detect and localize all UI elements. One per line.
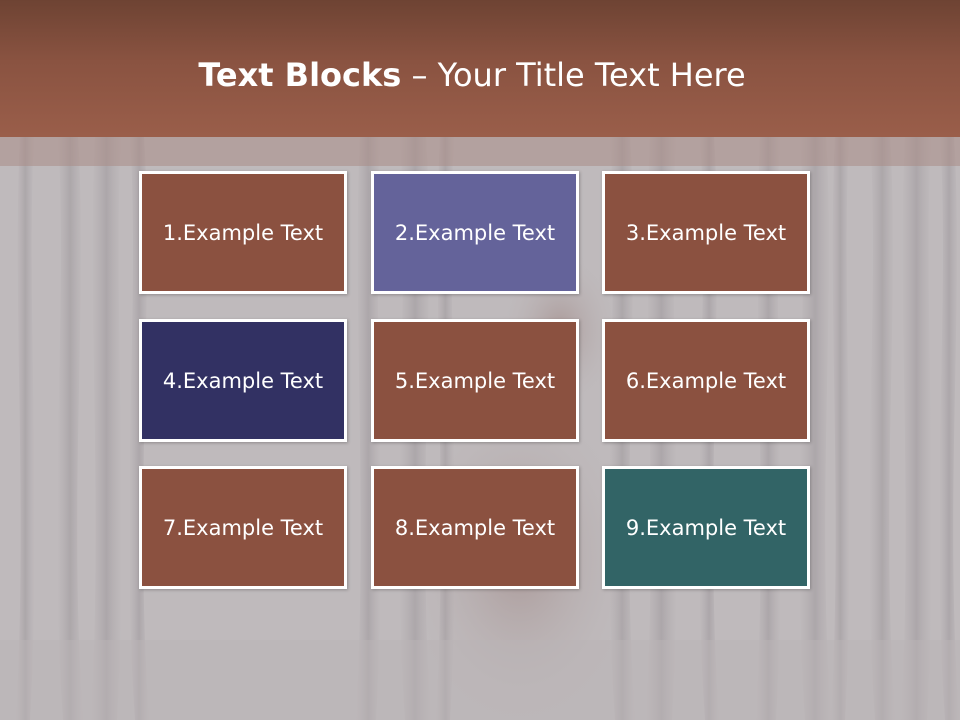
text-block-label: 4.Example Text	[162, 368, 324, 393]
text-block-8[interactable]: 8.Example Text	[371, 466, 579, 589]
text-block-label: 1.Example Text	[162, 220, 324, 245]
text-block-9[interactable]: 9.Example Text	[602, 466, 810, 589]
text-block-label: 9.Example Text	[625, 515, 787, 540]
text-block-1[interactable]: 1.Example Text	[139, 171, 347, 294]
title-dash: –	[401, 56, 438, 94]
title-underlay-strip	[0, 137, 960, 166]
text-block-7[interactable]: 7.Example Text	[139, 466, 347, 589]
text-block-label: 3.Example Text	[625, 220, 787, 245]
text-block-3[interactable]: 3.Example Text	[602, 171, 810, 294]
text-block-label: 6.Example Text	[625, 368, 787, 393]
slide-title[interactable]: Text Blocks – Your Title Text Here	[0, 52, 944, 98]
title-bold-text: Text Blocks	[198, 56, 402, 94]
text-block-2[interactable]: 2.Example Text	[371, 171, 579, 294]
text-block-4[interactable]: 4.Example Text	[139, 319, 347, 442]
text-block-6[interactable]: 6.Example Text	[602, 319, 810, 442]
text-block-label: 2.Example Text	[394, 220, 556, 245]
text-block-label: 5.Example Text	[394, 368, 556, 393]
title-band	[0, 0, 960, 137]
text-block-label: 8.Example Text	[394, 515, 556, 540]
text-block-label: 7.Example Text	[162, 515, 324, 540]
title-rest-text: Your Title Text Here	[437, 56, 746, 94]
text-block-5[interactable]: 5.Example Text	[371, 319, 579, 442]
